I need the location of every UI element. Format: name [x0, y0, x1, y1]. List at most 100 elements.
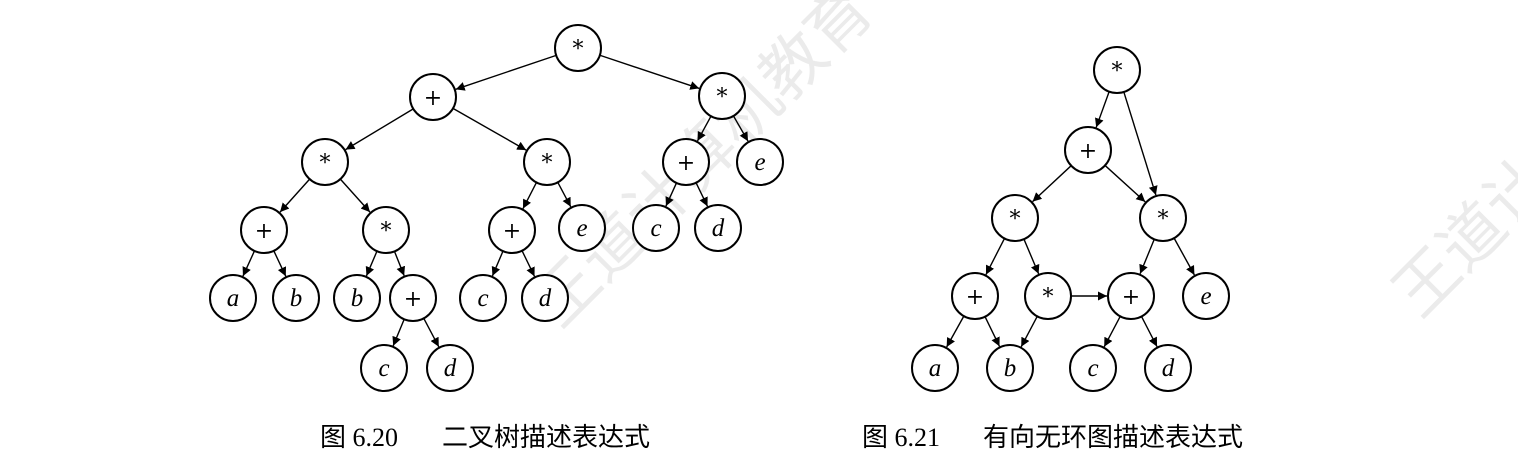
node-m8: e — [1182, 272, 1230, 320]
caption-number-6-21: 图 6.21 — [862, 423, 940, 452]
node-n2: + — [409, 73, 457, 121]
node-label: d — [1162, 355, 1175, 382]
edge-arrow-n6-n13 — [695, 182, 709, 207]
edge-arrow-n3-n6 — [696, 115, 712, 142]
edge-arrow-n3-n7 — [732, 115, 749, 142]
edge-arrow-n8-n14 — [242, 250, 256, 277]
edge-arrow-n4-n9 — [339, 178, 371, 213]
node-n21: d — [426, 344, 474, 392]
node-label: * — [542, 151, 553, 176]
node-n11: e — [558, 204, 606, 252]
node-n16: b — [333, 274, 381, 322]
node-circle — [694, 204, 742, 252]
node-circle — [333, 274, 381, 322]
edge-arrow-n5-n11 — [557, 181, 572, 208]
node-n9: * — [362, 206, 410, 254]
node-label: * — [573, 37, 584, 62]
node-circle — [488, 206, 536, 254]
node-circle — [1024, 272, 1072, 320]
node-m6: * — [1024, 272, 1072, 320]
node-n1: * — [554, 24, 602, 72]
node-label: + — [1122, 285, 1140, 310]
edge-arrow-m7-m11 — [1103, 316, 1121, 348]
node-circle — [1064, 126, 1112, 174]
edge-arrow-n1-n3 — [599, 54, 700, 90]
caption-text-6-20: 二叉树描述表达式 — [442, 423, 650, 452]
node-label: a — [929, 355, 942, 382]
node-circle — [1182, 272, 1230, 320]
node-circle — [986, 344, 1034, 392]
edge-arrow-n17-n21 — [423, 318, 440, 348]
edge-arrow-m3-m6 — [1023, 238, 1040, 275]
watermark-2: 王道计算机教育 — [1379, 0, 1518, 331]
node-circle — [736, 138, 784, 186]
node-circle — [951, 272, 999, 320]
node-label: d — [712, 215, 725, 242]
node-label: b — [1004, 355, 1017, 382]
node-circle — [301, 138, 349, 186]
node-circle — [521, 274, 569, 322]
edge-arrow-m2-m3 — [1032, 165, 1072, 203]
node-m7: + — [1107, 272, 1155, 320]
node-circle — [1093, 46, 1141, 94]
node-circle — [1069, 344, 1117, 392]
node-m1: * — [1093, 46, 1141, 94]
edge-arrow-m1-m4 — [1123, 91, 1158, 196]
edge-arrow-m1-m2 — [1095, 91, 1110, 128]
edge-arrow-n2-n4 — [345, 108, 414, 151]
node-label: + — [255, 219, 273, 244]
edge-arrow-n9-n16 — [365, 250, 378, 277]
node-label: + — [677, 151, 695, 176]
caption-number-6-20: 图 6.20 — [320, 423, 398, 452]
node-m5: + — [951, 272, 999, 320]
node-label: c — [378, 355, 389, 382]
node-n8: + — [240, 206, 288, 254]
edge-arrow-n10-n18 — [491, 250, 504, 277]
node-label: c — [650, 215, 661, 242]
node-label: * — [1158, 207, 1169, 232]
edge-arrow-n10-n19 — [521, 250, 536, 277]
node-m10: b — [986, 344, 1034, 392]
edge-arrow-n5-n10 — [522, 182, 538, 209]
node-label: c — [477, 285, 488, 312]
node-circle — [209, 274, 257, 322]
edge-arrow-m4-m8 — [1173, 237, 1196, 276]
node-circle — [409, 73, 457, 121]
edge-arrow-m2-m4 — [1104, 164, 1146, 203]
edge-arrow-n17-n20 — [392, 318, 405, 347]
node-n5: * — [523, 138, 571, 186]
node-label: e — [576, 215, 587, 242]
node-m12: d — [1144, 344, 1192, 392]
node-circle — [698, 72, 746, 120]
node-label: e — [1200, 283, 1211, 310]
node-n3: * — [698, 72, 746, 120]
node-circle — [991, 194, 1039, 242]
edge-arrow-n2-n5 — [452, 107, 527, 151]
node-label: * — [1112, 59, 1123, 84]
node-circle — [426, 344, 474, 392]
edge-arrow-m6-m10 — [1020, 316, 1038, 348]
edge-arrow-m4-m7 — [1139, 239, 1155, 275]
node-label: * — [717, 85, 728, 110]
edge-arrow-m3-m5 — [985, 238, 1006, 275]
node-label: c — [1087, 355, 1098, 382]
binary-tree-edges — [242, 54, 749, 348]
node-m4: * — [1139, 194, 1187, 242]
edge-arrow-m7-m12 — [1140, 316, 1158, 347]
node-circle — [1144, 344, 1192, 392]
node-circle — [558, 204, 606, 252]
node-label: * — [320, 151, 331, 176]
edge-arrow-n4-n8 — [279, 178, 311, 213]
caption-text-6-21: 有向无环图描述表达式 — [983, 423, 1243, 452]
node-circle — [459, 274, 507, 322]
node-n7: e — [736, 138, 784, 186]
node-label: * — [1010, 207, 1021, 232]
node-circle — [362, 206, 410, 254]
node-n14: a — [209, 274, 257, 322]
node-n20: c — [360, 344, 408, 392]
